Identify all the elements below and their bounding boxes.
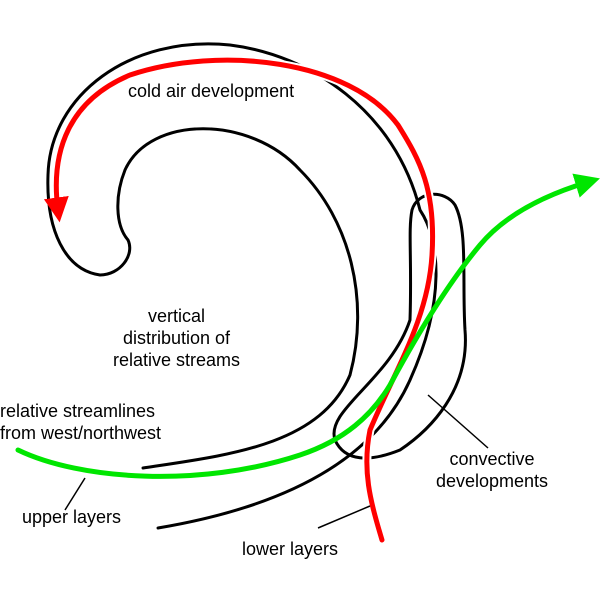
label-upper-layers-text: upper layers [22,507,122,527]
label-convective-developments: convective developments [426,448,558,492]
comma-cloud-outline [46,42,438,530]
label-lower-layers-text: lower layers [242,539,339,559]
label-lower-layers: lower layers [242,538,338,560]
label-streamlines-line-1: relative streamlines [0,401,156,421]
convective-outline [332,192,467,460]
cold-air-arrow [43,57,436,543]
label-convective-line-1: convective [449,449,535,469]
label-cold-air-line: cold air development [128,81,295,101]
label-convective-line-2: developments [435,471,549,491]
label-vertical-line-1: vertical [147,306,205,326]
label-vertical-distribution: vertical distribution of relative stream… [104,305,249,371]
label-vertical-line-2: distribution of [122,328,231,348]
leader-upper-layers [64,477,86,511]
label-relative-streamlines: relative streamlines from west/northwest [0,400,161,444]
leader-convective [427,394,489,449]
label-vertical-line-3: relative streams [112,350,241,370]
label-cold-air-development: cold air development [128,80,294,102]
leader-lower-layers [317,505,371,529]
label-streamlines-line-2: from west/northwest [0,423,162,443]
relative-streamline [15,173,600,479]
label-upper-layers: upper layers [22,506,121,528]
